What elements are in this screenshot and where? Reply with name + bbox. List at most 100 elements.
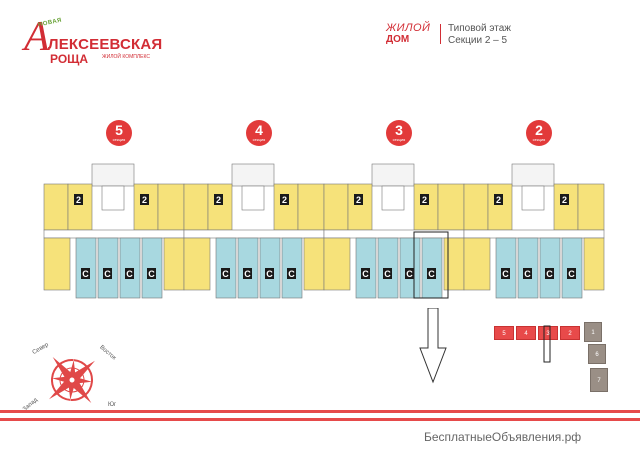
keyplan-section-7[interactable]: 7: [590, 368, 608, 392]
section-5-apt-bottom-1[interactable]: [43, 237, 71, 291]
header-sections: Секции 2 – 5: [448, 35, 508, 46]
section-marker-2[interactable]: 2 секция: [526, 120, 552, 146]
section-3-studio-4-badge-text: С: [428, 269, 435, 279]
section-label: секция: [392, 137, 406, 142]
section-5-apt-top-1[interactable]: [43, 183, 69, 231]
section-marker-5[interactable]: 5 секция: [106, 120, 132, 146]
section-4-apt-bottom-2[interactable]: [303, 237, 325, 291]
section-4-studio-3-badge: [265, 268, 274, 279]
decor-stripe-top: [0, 410, 640, 413]
section-3-apt-top-3[interactable]: [413, 183, 439, 231]
section-5-apt-bottom-2[interactable]: [163, 237, 185, 291]
key-plan: 5 4 3 2 1 6 7: [486, 318, 616, 398]
section-marker-4[interactable]: 4 секция: [246, 120, 272, 146]
section-4-apt-top-4[interactable]: [297, 183, 325, 231]
keyplan-section-2[interactable]: 2: [560, 326, 580, 340]
section-2-studio-1-badge-text: С: [502, 269, 509, 279]
section-5-studio-4-badge-text: С: [148, 269, 155, 279]
section-3-apt-top-4[interactable]: [437, 183, 465, 231]
section-2-apt-top-3-badge-text: 2: [562, 195, 567, 205]
section-3-apt-top-1[interactable]: [323, 183, 349, 231]
logo-letter: A: [24, 14, 50, 60]
section-marker-3[interactable]: 3 секция: [386, 120, 412, 146]
section-5-studio-1-badge: [81, 268, 90, 279]
logo-subtitle: ЖИЛОЙ КОМПЛЕКС: [102, 54, 150, 60]
section-4-apt-top-1[interactable]: [183, 183, 209, 231]
section-2-apt-top-2-badge-text: 2: [496, 195, 501, 205]
section-4-corridor[interactable]: [183, 229, 325, 239]
section-2-studio-3-badge-text: С: [546, 269, 553, 279]
section-4-studio-4-badge-text: С: [288, 269, 295, 279]
section-4-apt-top-3[interactable]: [273, 183, 299, 231]
section-2-apt-top-2-badge: [494, 194, 503, 205]
section-2-studio-4-badge-text: С: [568, 269, 575, 279]
plan-header: ЖИЛОЙ ДОМ Типовой этаж Секции 2 – 5: [386, 22, 586, 52]
section-5-studio-3-badge-text: С: [126, 269, 133, 279]
section-3-apt-top-2-badge: [354, 194, 363, 205]
section-2-studio-2-badge-text: С: [524, 269, 531, 279]
section-5-apt-top-2-badge-text: 2: [76, 195, 81, 205]
section-4-stair-core[interactable]: [231, 163, 275, 187]
section-5-apt-top-3[interactable]: [133, 183, 159, 231]
section-5-studio-4-badge: [147, 268, 156, 279]
section-4-studio-4-badge: [287, 268, 296, 279]
section-5-apt-top-3-badge: [140, 194, 149, 205]
section-5-stair-core[interactable]: [91, 163, 135, 187]
section-4-apt-top-2-badge-text: 2: [216, 195, 221, 205]
section-label: секция: [112, 137, 126, 142]
section-3-apt-top-2-badge-text: 2: [356, 195, 361, 205]
section-4-studio-2-badge: [243, 268, 252, 279]
section-2-apt-bottom-1[interactable]: [463, 237, 491, 291]
section-label: секция: [532, 137, 546, 142]
section-3-lift-hall[interactable]: [381, 185, 405, 211]
keyplan-section-5[interactable]: 5: [494, 326, 514, 340]
section-3-studio-1-badge: [361, 268, 370, 279]
section-2-corridor[interactable]: [463, 229, 605, 239]
section-3-studio-2-badge: [383, 268, 392, 279]
header-building-type: ЖИЛОЙ: [386, 22, 431, 34]
section-3-studio-3-badge-text: С: [406, 269, 413, 279]
section-4-apt-top-2[interactable]: [207, 183, 233, 231]
header-separator: [440, 24, 441, 44]
section-4-studio-2-badge-text: С: [244, 269, 251, 279]
header-floor-type: Типовой этаж: [448, 23, 511, 34]
section-5-apt-top-3-badge-text: 2: [142, 195, 147, 205]
keyplan-section-1[interactable]: 1: [584, 322, 602, 342]
compass-rose: Север Восток Юг Запад: [22, 336, 132, 426]
section-3-corridor[interactable]: [323, 229, 465, 239]
logo-name-line2: РОЩА: [50, 52, 89, 66]
section-2-stair-core[interactable]: [511, 163, 555, 187]
section-number: 4: [255, 122, 263, 138]
section-3-stair-core[interactable]: [371, 163, 415, 187]
section-2-apt-top-4[interactable]: [577, 183, 605, 231]
section-2-studio-4-badge: [567, 268, 576, 279]
section-2-lift-hall[interactable]: [521, 185, 545, 211]
keyplan-section-4[interactable]: 4: [516, 326, 536, 340]
section-3-apt-top-3-badge: [420, 194, 429, 205]
logo-name-line1: ЛЕКСЕЕВСКАЯ: [48, 36, 163, 53]
section-4-lift-hall[interactable]: [241, 185, 265, 211]
section-2-studio-3-badge: [545, 268, 554, 279]
section-3-apt-bottom-1[interactable]: [323, 237, 351, 291]
section-4-studio-1-badge: [221, 268, 230, 279]
section-3-studio-2-badge-text: С: [384, 269, 391, 279]
section-5-apt-top-4[interactable]: [157, 183, 185, 231]
section-5-apt-top-2[interactable]: [67, 183, 93, 231]
section-2-apt-top-1[interactable]: [463, 183, 489, 231]
section-5-studio-1-badge-text: С: [82, 269, 89, 279]
section-3-apt-top-3-badge-text: 2: [422, 195, 427, 205]
section-number: 3: [395, 122, 403, 138]
section-3-apt-top-2[interactable]: [347, 183, 373, 231]
section-3-apt-bottom-2[interactable]: [443, 237, 465, 291]
section-2-apt-top-2[interactable]: [487, 183, 513, 231]
keyplan-section-6[interactable]: 6: [588, 344, 606, 364]
section-4-apt-bottom-1[interactable]: [183, 237, 211, 291]
section-5-corridor[interactable]: [43, 229, 185, 239]
logo: A НОВАЯ ЛЕКСЕЕВСКАЯ РОЩА ЖИЛОЙ КОМПЛЕКС: [24, 14, 184, 66]
header-building-word: ДОМ: [386, 34, 410, 45]
section-5-lift-hall[interactable]: [101, 185, 125, 211]
section-2-apt-top-3[interactable]: [553, 183, 579, 231]
selected-apartment-outline[interactable]: [413, 231, 449, 299]
section-number: 2: [535, 122, 543, 138]
section-2-apt-bottom-2[interactable]: [583, 237, 605, 291]
